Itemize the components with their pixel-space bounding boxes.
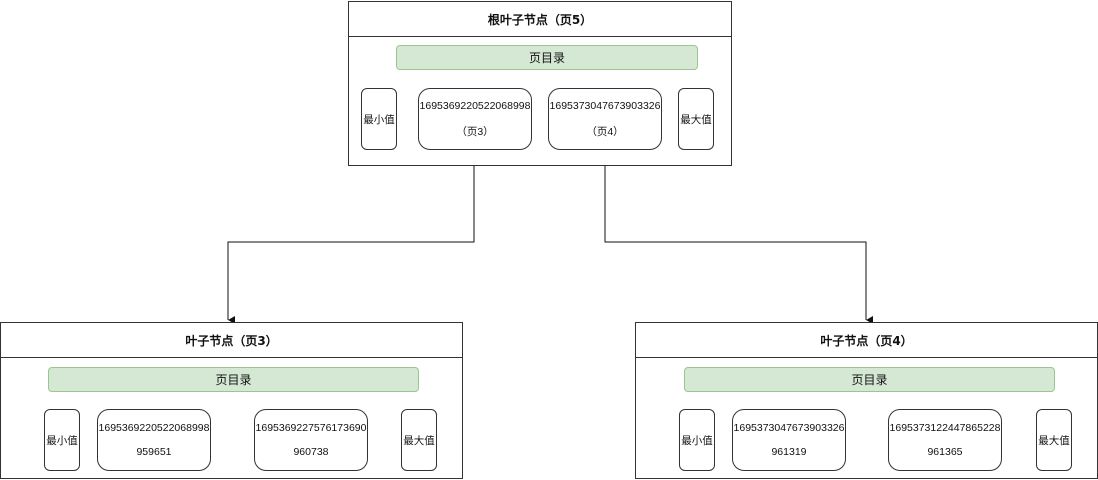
min-value: 最小值 (361, 88, 397, 150)
min-value: 最小值 (44, 409, 80, 471)
root-node: 根叶子节点（页5） 页目录 最小值 1695369220522068998 （页… (348, 1, 732, 166)
key-record: 1695373047673903326 961319 (732, 409, 846, 471)
key-value: 1695373047673903326 (733, 422, 845, 434)
max-value: 最大值 (401, 409, 437, 471)
key-row-id: 959651 (136, 446, 172, 458)
key-row-id: 960738 (293, 446, 329, 458)
page-directory: 页目录 (684, 367, 1055, 392)
edge-root-to-page3 (227, 148, 475, 324)
key-value: 1695369220522068998 (98, 422, 210, 434)
leaf-node-page3: 叶子节点（页3） 页目录 最小值 1695369220522068998 959… (0, 322, 463, 479)
node-title: 根叶子节点（页5） (349, 2, 731, 37)
key-value: 1695369227576173690 (255, 422, 367, 434)
key-record: 1695369220522068998 （页3） (418, 88, 532, 150)
max-value: 最大值 (1036, 409, 1072, 471)
key-record: 1695369220522068998 959651 (97, 409, 211, 471)
key-value: 1695373122447865228 (889, 422, 1001, 434)
key-record: 1695373047673903326 （页4） (548, 88, 662, 150)
key-row-id: 961319 (771, 446, 807, 458)
page-directory: 页目录 (48, 367, 419, 392)
key-pointer: （页4） (586, 125, 624, 138)
max-value: 最大值 (678, 88, 714, 150)
node-title: 叶子节点（页3） (1, 323, 462, 358)
key-value: 1695369220522068998 (419, 99, 531, 112)
leaf-node-page4: 叶子节点（页4） 页目录 最小值 1695373047673903326 961… (635, 322, 1098, 479)
key-pointer: （页3） (456, 125, 494, 138)
min-value: 最小值 (679, 409, 715, 471)
key-value: 1695373047673903326 (549, 99, 661, 112)
node-title: 叶子节点（页4） (636, 323, 1097, 358)
page-directory: 页目录 (396, 45, 698, 70)
key-record: 1695369227576173690 960738 (254, 409, 368, 471)
key-record: 1695373122447865228 961365 (888, 409, 1002, 471)
key-row-id: 961365 (927, 446, 963, 458)
edge-root-to-page4 (604, 148, 873, 324)
